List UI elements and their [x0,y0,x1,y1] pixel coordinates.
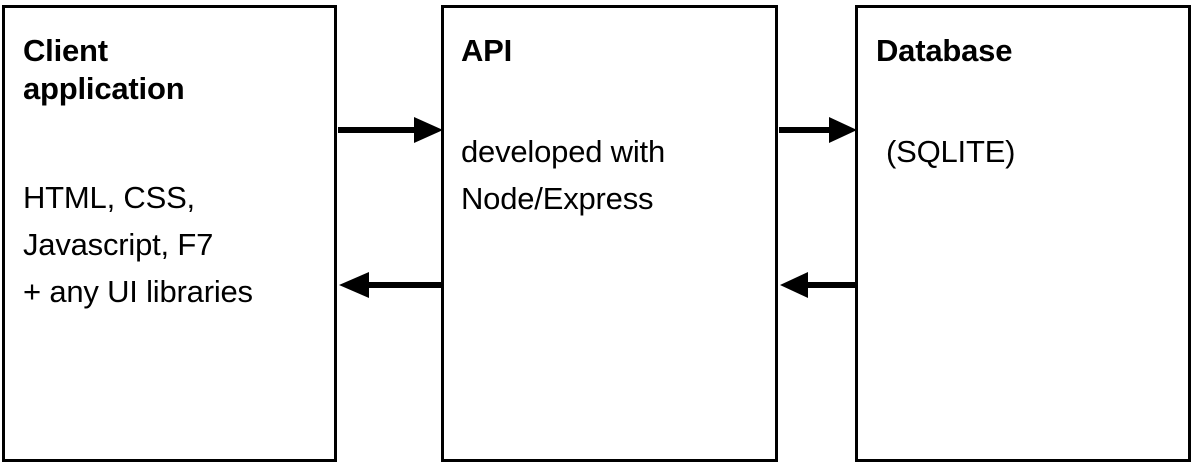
node-client-application[interactable]: Client application HTML, CSS, Javascript… [2,5,337,462]
node-client-application-body: HTML, CSS, Javascript, F7 + any UI libra… [23,180,253,309]
arrow-api-to-client [338,268,444,302]
node-database-body: (SQLITE) [886,134,1016,169]
arrow-client-to-api [338,113,444,147]
node-api[interactable]: API developed with Node/Express [441,5,778,462]
arrow-api-to-database [779,113,858,147]
arrow-database-to-api [779,268,858,302]
node-database-title: Database [876,33,1013,68]
node-api-body: developed with Node/Express [461,134,666,216]
node-database[interactable]: Database (SQLITE) [855,5,1191,462]
node-api-title: API [461,33,513,68]
node-client-application-title: Client application [23,33,185,106]
